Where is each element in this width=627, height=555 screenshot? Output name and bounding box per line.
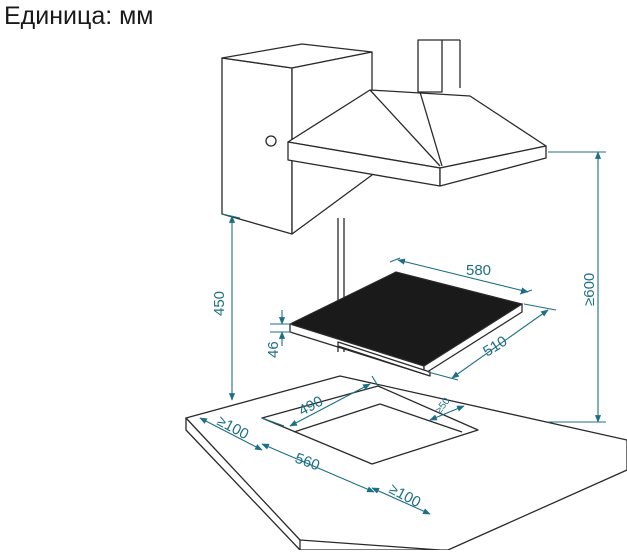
dim-100-right-line [371,487,431,515]
cabinet-front [221,57,293,235]
hood-skirt-side [439,145,547,187]
label-hob-height: 46 [265,341,282,358]
label-hob-width: 580 [466,262,491,279]
range-hood [287,39,547,187]
hob [288,271,524,377]
dim-560-line [261,443,375,493]
unit-label: Единица: мм [4,2,154,30]
label-hood-clearance: 450 [211,291,228,316]
cabinet-knob [265,135,277,147]
dim-580-line [397,258,529,294]
dim-490-line [289,383,371,427]
label-hood-height: ≥600 [581,273,598,306]
dim-100-left-line [199,417,263,451]
dim-510-line [451,309,549,379]
dimension-lines [199,151,606,515]
hood-chimney-front [417,39,443,93]
label-hob-depth: 510 [480,333,510,361]
